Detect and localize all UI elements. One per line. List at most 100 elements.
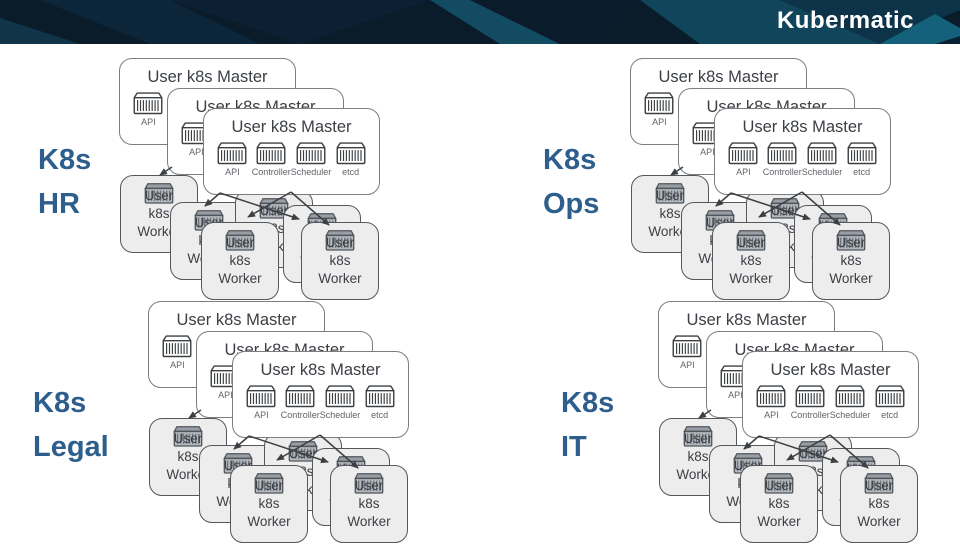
cluster-label-line: Ops [543, 188, 600, 220]
worker-line-worker: Worker [137, 224, 181, 239]
component-label: API [254, 410, 269, 420]
container-icon [736, 230, 766, 251]
worker-line-worker: Worker [347, 514, 391, 529]
container-icon [683, 426, 713, 447]
cluster-label-ops: K8s Ops [543, 138, 599, 226]
cluster-group-it: User k8s Worker User k8s Worker User k8s… [658, 301, 920, 551]
worker-line-k8s: k8s [868, 496, 890, 511]
cluster-label-line: K8s [561, 387, 615, 419]
master-component-etcd: etcd [870, 384, 909, 420]
container-icon [217, 142, 247, 165]
master-components-row: API Controller Scheduler [743, 384, 918, 420]
worker-line-user: User [173, 431, 203, 446]
container-icon [767, 142, 797, 165]
worker-card: User k8s Worker [230, 465, 308, 543]
worker-line-k8s: k8s [840, 253, 862, 268]
worker-card-text: User k8s Worker [841, 466, 917, 531]
component-label: API [736, 167, 751, 177]
master-card-title: User k8s Master [742, 118, 863, 136]
container-icon [336, 142, 366, 165]
container-icon [325, 230, 355, 251]
master-component-controller: Controller [252, 141, 291, 177]
master-component-scheduler: Scheduler [319, 384, 361, 420]
master-card-title: User k8s Master [658, 68, 779, 86]
component-label: Controller [251, 167, 291, 177]
worker-line-user: User [683, 431, 713, 446]
worker-card-text: User k8s Worker [660, 419, 736, 484]
container-icon [864, 473, 894, 494]
cluster-label-line: IT [561, 431, 587, 463]
worker-line-k8s: k8s [229, 253, 251, 268]
container-icon [836, 230, 866, 251]
master-component-api: API [752, 384, 791, 420]
container-icon [795, 385, 825, 408]
worker-line-user: User [225, 235, 255, 250]
header-banner: Kubermatic [0, 0, 960, 44]
component-label: API [700, 147, 715, 157]
master-component-controller: Controller [791, 384, 830, 420]
worker-line-k8s: k8s [740, 253, 762, 268]
worker-line-user: User [864, 478, 894, 493]
component-label: Scheduler [829, 410, 871, 420]
container-icon [644, 92, 674, 115]
master-component-scheduler: Scheduler [291, 141, 331, 177]
master-card: User k8s Master API Controller [232, 351, 409, 438]
component-label: API [218, 390, 233, 400]
container-icon [728, 142, 758, 165]
master-component-scheduler: Scheduler [801, 141, 843, 177]
worker-line-k8s: k8s [329, 253, 351, 268]
master-component-etcd: etcd [842, 141, 881, 177]
worker-card-text: User k8s Worker [121, 176, 197, 241]
worker-line-user: User [325, 235, 355, 250]
container-icon [133, 92, 163, 115]
container-icon [672, 335, 702, 358]
master-component-etcd: etcd [331, 141, 370, 177]
worker-card-text: User k8s Worker [150, 419, 226, 484]
container-icon [246, 385, 276, 408]
master-component-api: API [213, 141, 252, 177]
cluster-label-legal: K8s Legal [33, 381, 109, 469]
worker-card-text: User k8s Worker [632, 176, 708, 241]
container-icon [875, 385, 905, 408]
container-icon [285, 385, 315, 408]
component-label: API [652, 117, 667, 127]
worker-card-text: User k8s Worker [813, 223, 889, 288]
cluster-label-line: K8s [33, 387, 87, 419]
component-label: Scheduler [801, 167, 843, 177]
container-icon [835, 385, 865, 408]
container-icon [807, 142, 837, 165]
container-icon [354, 473, 384, 494]
worker-card-text: User k8s Worker [302, 223, 378, 288]
worker-line-k8s: k8s [687, 449, 709, 464]
cluster-label-line: K8s [38, 144, 92, 176]
cluster-label-line: HR [38, 188, 80, 220]
master-card-title: User k8s Master [686, 311, 807, 329]
container-icon [847, 142, 877, 165]
master-component-controller: Controller [281, 384, 320, 420]
container-icon [162, 335, 192, 358]
component-label: API [225, 167, 240, 177]
container-icon [256, 142, 286, 165]
component-label: etcd [342, 167, 360, 177]
master-card: User k8s Master API Controller [714, 108, 891, 195]
worker-card: User k8s Worker [740, 465, 818, 543]
component-label: Scheduler [319, 410, 361, 420]
worker-line-worker: Worker [729, 271, 773, 286]
master-components-row: API Controller Scheduler [233, 384, 408, 420]
cluster-label-line: Legal [33, 431, 109, 463]
container-icon [764, 473, 794, 494]
container-icon [296, 142, 326, 165]
worker-line-user: User [736, 235, 766, 250]
worker-line-worker: Worker [247, 514, 291, 529]
component-label: etcd [881, 410, 899, 420]
master-component-api: API [129, 91, 168, 127]
component-label: Controller [762, 167, 802, 177]
worker-line-worker: Worker [757, 514, 801, 529]
master-card: User k8s Master API Controller [203, 108, 380, 195]
master-components-row: API Controller Scheduler [204, 141, 379, 177]
master-card-title: User k8s Master [260, 361, 381, 379]
master-component-api: API [668, 334, 707, 370]
master-component-api: API [242, 384, 281, 420]
worker-card: User k8s Worker [840, 465, 918, 543]
worker-card: User k8s Worker [201, 222, 279, 300]
